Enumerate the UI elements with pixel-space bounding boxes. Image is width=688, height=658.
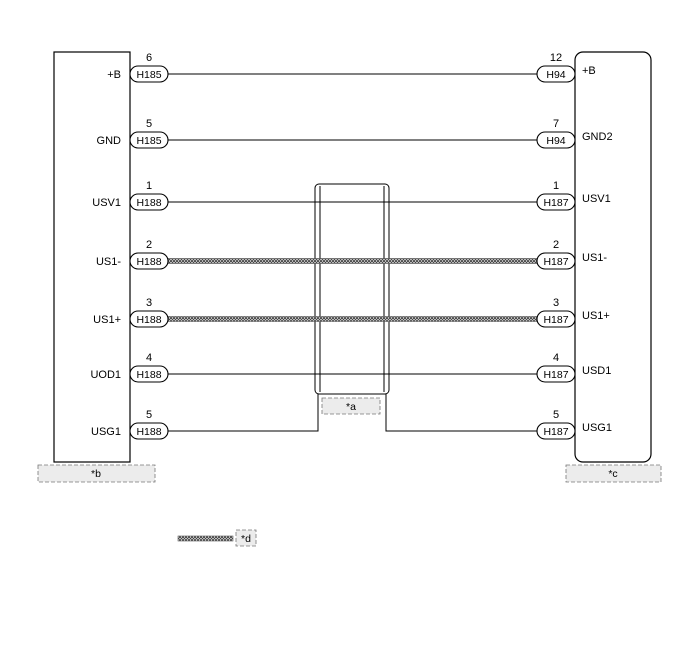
left-terminal-label: USG1 <box>91 426 121 438</box>
left-connector-id: H188 <box>136 369 161 381</box>
shield-label: *a <box>346 401 356 413</box>
shield-label-box <box>321 397 381 415</box>
right-terminal-label: US1- <box>582 252 607 264</box>
left-pin-number: 6 <box>146 52 152 64</box>
right-connector <box>536 193 576 211</box>
right-connector <box>536 131 576 149</box>
left-pin-number: 2 <box>146 239 152 251</box>
left-connector-id: H188 <box>136 314 161 326</box>
right-component-tag <box>565 464 662 483</box>
right-terminal-label: US1+ <box>582 310 610 322</box>
right-pin-number: 2 <box>553 239 559 251</box>
right-connector-id: H187 <box>543 426 568 438</box>
left-pin-number: 5 <box>146 118 152 130</box>
twisted-pair-wire <box>167 316 538 322</box>
right-pin-number: 3 <box>553 297 559 309</box>
twisted-pair-wire <box>167 258 538 264</box>
right-connector-id: H187 <box>543 256 568 268</box>
right-pin-number: 12 <box>550 52 562 64</box>
legend-label-box <box>235 529 257 547</box>
right-terminal-label: USG1 <box>582 422 612 434</box>
right-pin-number: 7 <box>553 118 559 130</box>
right-terminal-label: USV1 <box>582 193 611 205</box>
left-pin-number: 3 <box>146 297 152 309</box>
left-terminal-label: US1- <box>96 256 121 268</box>
right-connector <box>536 422 576 440</box>
right-terminal-label: GND2 <box>582 131 613 143</box>
left-connector <box>129 131 169 149</box>
left-connector-id: H188 <box>136 256 161 268</box>
right-component-label: *c <box>608 468 617 480</box>
left-connector <box>129 252 169 270</box>
right-terminal-label: USD1 <box>582 365 611 377</box>
left-connector <box>129 65 169 83</box>
left-component-box <box>53 51 131 463</box>
right-pin-number: 1 <box>553 180 559 192</box>
left-connector-id: H188 <box>136 197 161 209</box>
right-connector <box>536 65 576 83</box>
left-terminal-label: UOD1 <box>90 369 121 381</box>
right-connector <box>536 252 576 270</box>
right-pin-number: 5 <box>553 409 559 421</box>
right-connector <box>536 365 576 383</box>
legend-twisted-sample <box>177 535 234 542</box>
left-terminal-label: USV1 <box>92 197 121 209</box>
left-terminal-label: +B <box>107 69 121 81</box>
right-terminal-label: +B <box>582 65 596 77</box>
right-component-box <box>574 51 652 463</box>
left-connector-id: H185 <box>136 69 161 81</box>
left-connector <box>129 193 169 211</box>
left-terminal-label: US1+ <box>93 314 121 326</box>
left-connector-id: H185 <box>136 135 161 147</box>
right-connector-id: H187 <box>543 369 568 381</box>
left-connector <box>129 310 169 328</box>
left-pin-number: 5 <box>146 409 152 421</box>
left-component-tag <box>37 464 156 483</box>
right-connector-id: H187 <box>543 314 568 326</box>
drain-wire-left <box>168 394 319 432</box>
right-connector-id: H94 <box>546 135 565 147</box>
drain-wire-right <box>385 394 537 432</box>
shield-outer <box>314 183 390 395</box>
left-pin-number: 4 <box>146 352 152 364</box>
right-connector-id: H94 <box>546 69 565 81</box>
right-connector <box>536 310 576 328</box>
left-connector-id: H188 <box>136 426 161 438</box>
left-terminal-label: GND <box>97 135 122 147</box>
right-connector-id: H187 <box>543 197 568 209</box>
left-component-label: *b <box>91 468 101 480</box>
right-pin-number: 4 <box>553 352 559 364</box>
left-connector <box>129 422 169 440</box>
legend-label: *d <box>241 533 251 545</box>
left-connector <box>129 365 169 383</box>
left-pin-number: 1 <box>146 180 152 192</box>
